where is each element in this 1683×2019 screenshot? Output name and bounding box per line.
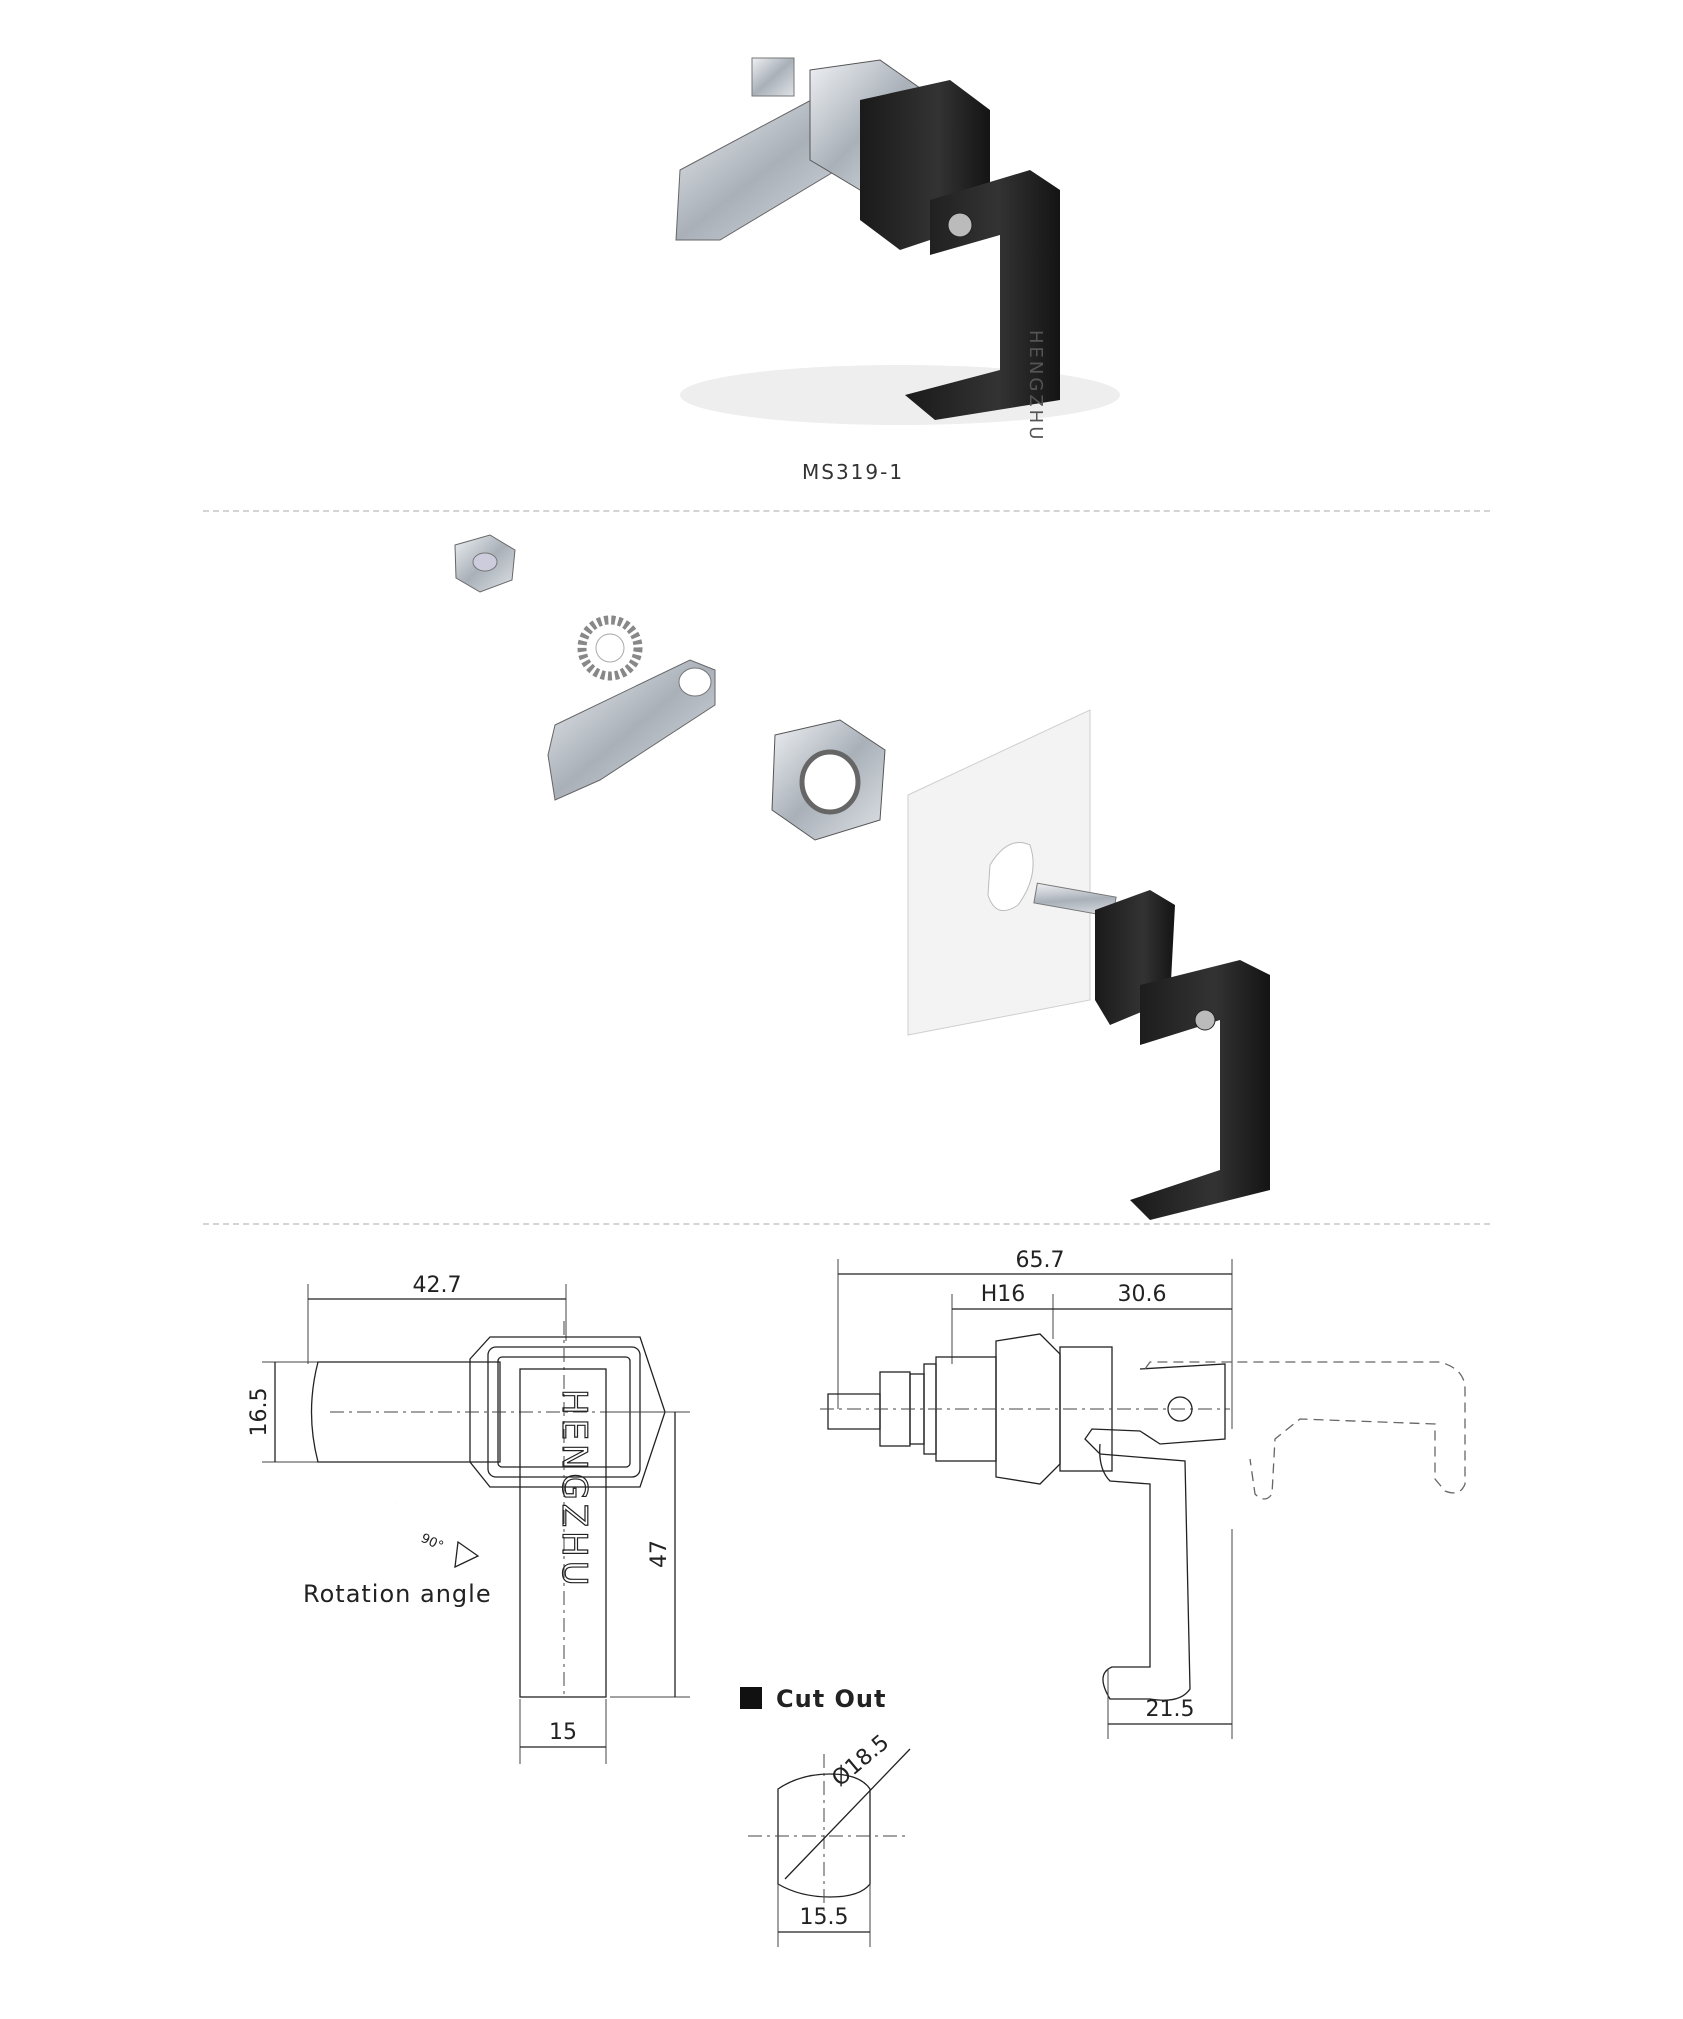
side-view: 65.7 H16 30.6 21.5 [820, 1248, 1466, 1739]
brand-mark: HENGZHU [1025, 330, 1046, 442]
brand-mark-outline: HENGZHU [554, 1389, 594, 1590]
model-caption: MS319-1 [802, 460, 905, 484]
dim-body-width: 15 [549, 1720, 577, 1745]
front-view: 42.7 16.5 HENGZHU 47 15 90° Rot [247, 1273, 690, 1764]
dim-grip-length: 30.6 [1118, 1282, 1167, 1307]
dim-body-height: 47 [647, 1540, 672, 1568]
small-nut [454, 534, 516, 593]
dim-cam-width: 16.5 [247, 1388, 272, 1437]
cutout-label: Cut Out [776, 1685, 887, 1713]
dim-cutout-flat: 15.5 [800, 1905, 849, 1930]
dim-thread: H16 [981, 1282, 1026, 1307]
cutout-view: Cut Out Ø18.5 15.5 [740, 1685, 911, 1947]
dim-cutout-diameter: Ø18.5 [827, 1730, 894, 1792]
cam-plate [547, 659, 716, 801]
hex-nut [771, 719, 886, 841]
section-divider-2 [203, 1223, 1490, 1225]
dim-hook-depth: 21.5 [1146, 1697, 1195, 1722]
section-divider-1 [203, 510, 1490, 512]
dim-cam-length: 42.7 [413, 1273, 462, 1298]
rotation-label: Rotation angle [303, 1580, 492, 1608]
product-render: HENGZHU [675, 57, 1120, 442]
dim-overall-length: 65.7 [1016, 1248, 1065, 1273]
exploded-view [454, 534, 1270, 1220]
latch-body [1095, 890, 1270, 1220]
mounting-panel [907, 709, 1091, 1036]
technical-drawing: 42.7 16.5 HENGZHU 47 15 90° Rot [247, 1248, 1466, 1947]
lock-washer [577, 615, 643, 681]
